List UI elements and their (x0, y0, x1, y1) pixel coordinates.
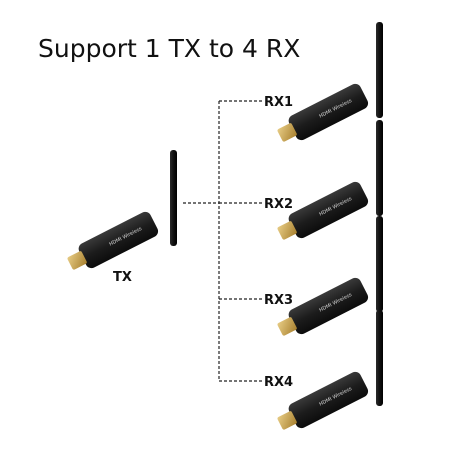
rx3-label: RX3 (264, 293, 293, 308)
rx3-hdmi-connector (277, 317, 297, 336)
connection-lines (183, 100, 262, 382)
rx4-hdmi-connector (277, 411, 297, 430)
rx4-device: HDMI Wireless (277, 310, 383, 430)
rx1-label: RX1 (264, 95, 293, 110)
rx1-body (288, 83, 369, 141)
rx4-label: RX4 (264, 375, 293, 390)
rx3-antenna (376, 216, 383, 312)
rx2-device: HDMI Wireless (277, 120, 383, 240)
rx2-antenna (376, 120, 383, 216)
tx-hdmi-connector (67, 251, 87, 270)
rx1-antenna (376, 22, 383, 118)
rx4-body (288, 371, 369, 429)
tx-antenna (170, 150, 177, 246)
tx-device: HDMI Wireless (67, 150, 177, 270)
tx-label: TX (113, 270, 132, 285)
rx2-hdmi-connector (277, 221, 297, 240)
rx4-antenna (376, 310, 383, 406)
rx1-device: HDMI Wireless (277, 22, 383, 142)
rx3-device: HDMI Wireless (277, 216, 383, 336)
rx2-label: RX2 (264, 197, 293, 212)
tx-body (78, 211, 159, 269)
rx3-body (288, 277, 369, 335)
rx1-hdmi-connector (277, 123, 297, 142)
diagram-title: Support 1 TX to 4 RX (38, 34, 301, 63)
rx2-body (288, 181, 369, 239)
